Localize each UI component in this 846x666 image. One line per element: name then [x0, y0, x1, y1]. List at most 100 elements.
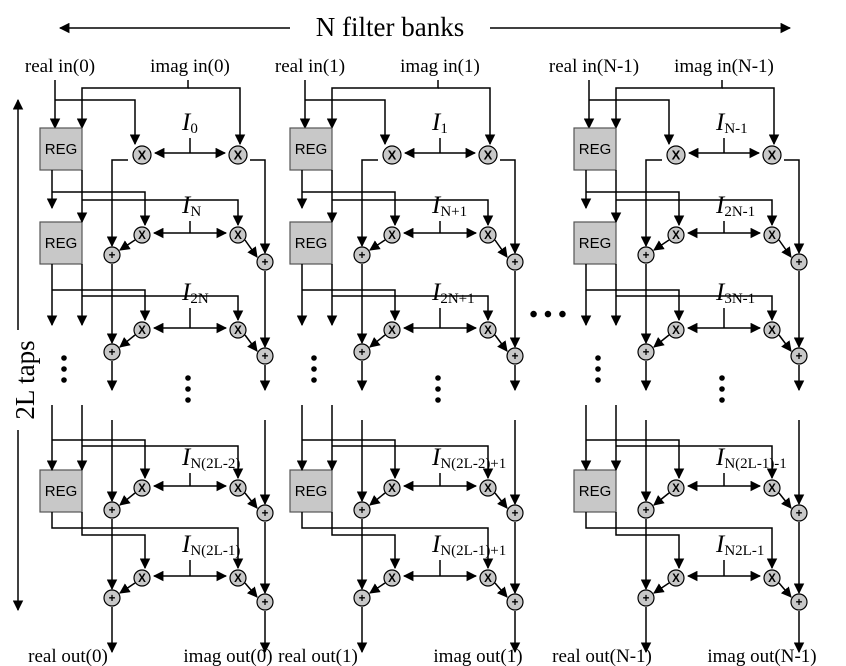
register-block: REG — [39, 221, 83, 265]
svg-text:X: X — [484, 229, 492, 242]
svg-text:X: X — [234, 482, 242, 495]
svg-text:X: X — [672, 572, 680, 585]
imag-adder: + — [790, 504, 808, 522]
tap-feed-wire — [586, 191, 685, 227]
svg-text:X: X — [672, 147, 681, 162]
imag-input-label: imag in(N-1) — [674, 56, 774, 77]
svg-text:X: X — [768, 324, 776, 337]
svg-text:+: + — [262, 507, 269, 520]
svg-text:REG: REG — [579, 235, 612, 252]
mult-to-adder-wire — [653, 334, 670, 348]
register-block: REG — [39, 469, 83, 513]
svg-text:+: + — [359, 592, 366, 605]
mult-to-adder-wire — [244, 334, 258, 352]
imag-multiplier: X — [479, 226, 497, 244]
imag-adder: + — [506, 253, 524, 271]
svg-text:X: X — [234, 572, 242, 585]
coefficient-label: IN(2L-1) — [181, 531, 240, 559]
coefficient-label: I0 — [181, 109, 198, 137]
svg-text:X: X — [388, 147, 397, 162]
imag-multiplier: X — [229, 569, 247, 587]
imag-multiplier: X — [478, 145, 498, 165]
mult-to-adder-wire — [369, 492, 386, 506]
real-adder: + — [103, 246, 121, 264]
svg-text:REG: REG — [45, 235, 78, 252]
imag-adder: + — [790, 347, 808, 365]
svg-text:+: + — [643, 504, 650, 517]
real-adder: + — [353, 246, 371, 264]
svg-text:REG: REG — [579, 483, 612, 500]
real-multiplier: X — [667, 226, 685, 244]
tap-feed-wire — [616, 199, 778, 227]
register-block: REG — [289, 469, 333, 513]
svg-text:+: + — [796, 507, 803, 520]
real-multiplier: X — [133, 321, 151, 339]
imag-output-label: imag out(N-1) — [707, 646, 816, 666]
real-adder: + — [353, 343, 371, 361]
real-multiplier: X — [132, 145, 152, 165]
svg-text:+: + — [262, 350, 269, 363]
imag-input-label: imag in(1) — [400, 56, 480, 77]
svg-text:X: X — [138, 229, 146, 242]
mult-to-adder-wire — [778, 492, 792, 509]
imag-output-label: imag out(1) — [433, 646, 522, 666]
register-block: REG — [573, 127, 617, 171]
svg-text:+: + — [109, 592, 116, 605]
imag-multiplier: X — [229, 479, 247, 497]
imag-to-reg-wire — [326, 80, 439, 130]
real-multiplier: X — [666, 145, 686, 165]
mult-to-adder-wire — [119, 239, 136, 251]
real-accum-wire — [356, 159, 378, 248]
real-output-label: real out(0) — [28, 646, 108, 666]
tap-feed-wire — [82, 445, 244, 480]
coefficient-label: IN(2L-2) — [181, 444, 240, 472]
mult-to-adder-wire — [494, 239, 508, 258]
register-block: REG — [573, 221, 617, 265]
real-accum-wire — [640, 159, 662, 248]
real-multiplier: X — [382, 145, 402, 165]
tap-feed-wire — [51, 512, 244, 570]
imag-to-reg-wire — [76, 80, 189, 130]
tap-feed-wire — [586, 289, 685, 322]
svg-text:+: + — [109, 346, 116, 359]
svg-text:X: X — [234, 147, 243, 162]
svg-text:X: X — [138, 482, 146, 495]
tap-feed-wire — [52, 289, 151, 322]
svg-text:+: + — [512, 507, 519, 520]
imag-multiplier: X — [763, 226, 781, 244]
imag-accum-wire — [500, 159, 521, 255]
imag-adder: + — [790, 253, 808, 271]
tap-feed-wire — [586, 439, 685, 480]
svg-text:X: X — [768, 229, 776, 242]
register-block: REG — [289, 221, 333, 265]
mult-to-adder-wire — [494, 582, 508, 598]
imag-adder: + — [790, 593, 808, 611]
mult-to-adder-wire — [778, 239, 792, 258]
svg-text:+: + — [643, 592, 650, 605]
svg-text:+: + — [109, 504, 116, 517]
mult-to-adder-wire — [119, 334, 136, 348]
coefficient-label: IN2L-1 — [715, 531, 764, 559]
tap-ellipsis — [185, 375, 191, 403]
imag-multiplier: X — [228, 145, 248, 165]
svg-text:X: X — [388, 572, 396, 585]
real-adder: + — [103, 343, 121, 361]
coefficient-label: IN+1 — [431, 192, 467, 220]
svg-text:X: X — [234, 229, 242, 242]
tap-ellipsis — [719, 375, 725, 403]
imag-adder: + — [256, 504, 274, 522]
imag-adder: + — [256, 593, 274, 611]
coefficient-label: I1 — [431, 109, 448, 137]
real-input-label: real in(N-1) — [549, 56, 639, 77]
tap-feed-wire — [52, 191, 151, 227]
imag-input-label: imag in(0) — [150, 56, 230, 77]
svg-text:+: + — [643, 346, 650, 359]
header-title: N filter banks — [316, 12, 464, 42]
tap-feed-wire — [615, 512, 685, 570]
svg-text:+: + — [359, 504, 366, 517]
tap-ellipsis — [435, 375, 441, 403]
tap-feed-wire — [52, 439, 151, 480]
real-adder: + — [103, 501, 121, 519]
real-adder: + — [353, 589, 371, 607]
